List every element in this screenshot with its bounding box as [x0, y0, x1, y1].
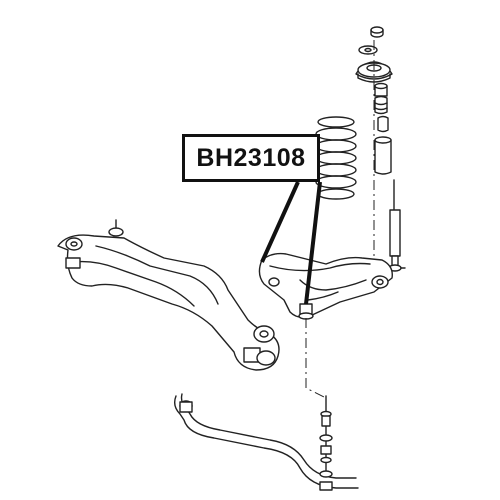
inner-bushing-front	[268, 277, 280, 287]
leader-line-front-bushing	[260, 181, 300, 263]
callout-leaders	[260, 181, 322, 305]
crossmember	[57, 219, 280, 371]
end-link	[319, 395, 333, 491]
shock-absorber	[384, 179, 406, 272]
bearing	[374, 82, 388, 97]
bump-stop	[374, 95, 388, 115]
ball-joint	[298, 303, 314, 320]
washer-upper	[358, 45, 378, 55]
lower-control-arm	[258, 252, 393, 320]
crossmember-mount-left	[65, 237, 83, 269]
upper-mount-stack	[355, 26, 406, 272]
stabilizer-bushing	[179, 400, 193, 413]
top-nut	[370, 26, 384, 38]
leader-line-rear-bushing	[304, 181, 322, 305]
rear-bushing	[371, 275, 389, 289]
dust-boot	[374, 115, 392, 175]
crossmember-mount-center	[108, 219, 124, 237]
part-number-callout: BH23108	[182, 134, 320, 182]
stabilizer-bar	[173, 318, 359, 491]
link-centerline	[305, 318, 327, 399]
part-number-label: BH23108	[196, 143, 306, 172]
coil-spring	[315, 116, 357, 200]
crossmember-mount-right	[243, 325, 276, 366]
